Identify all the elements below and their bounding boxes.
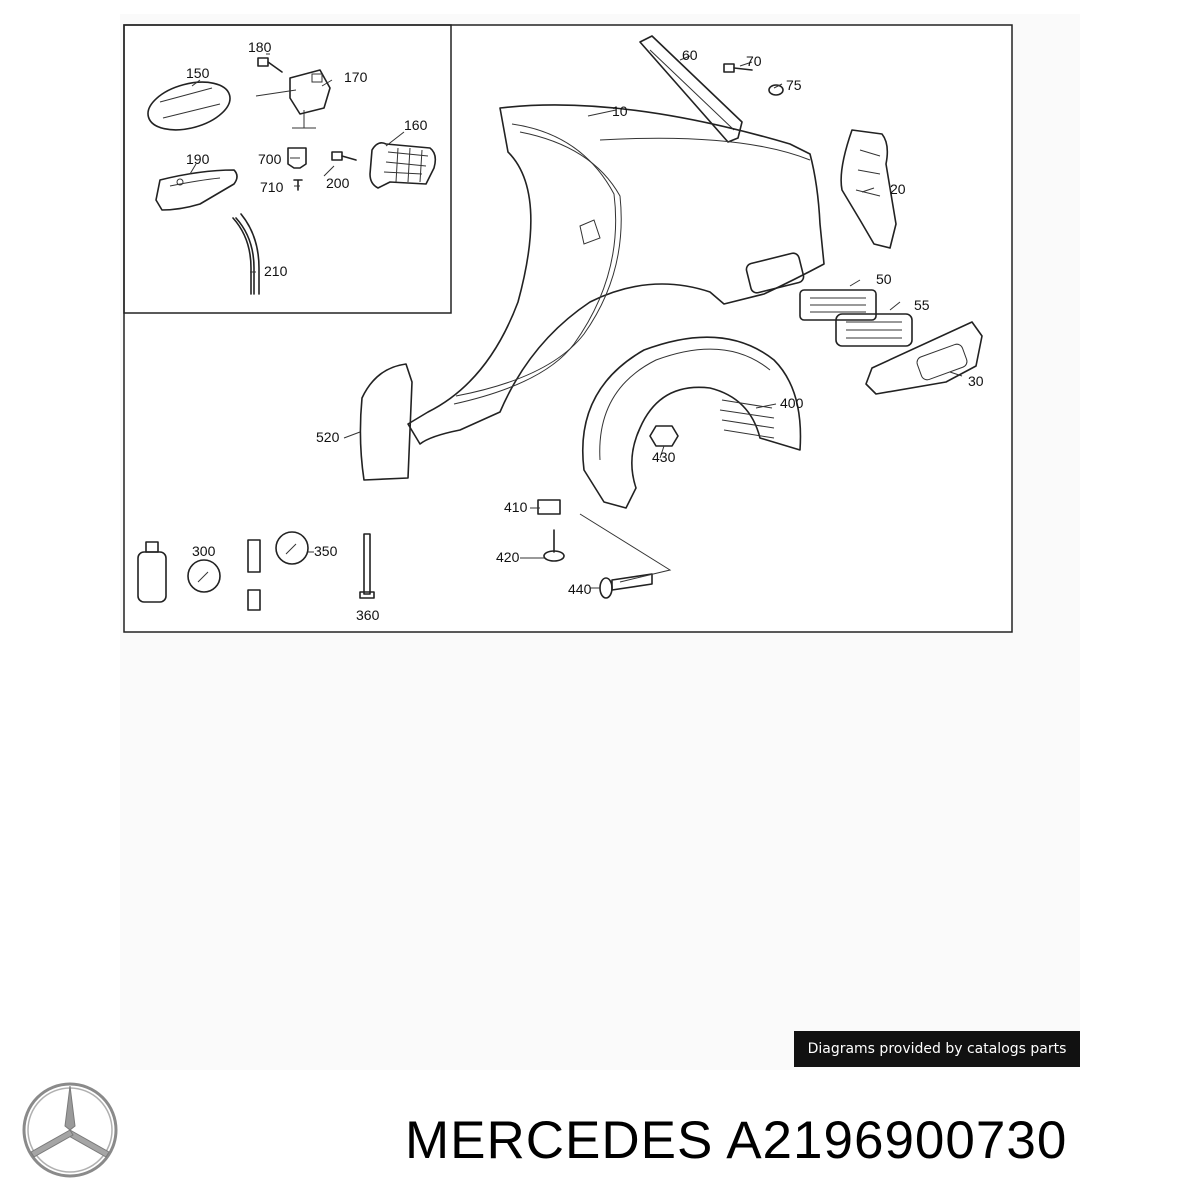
part-350-fastener <box>247 531 309 611</box>
label-160: 160 <box>404 117 428 133</box>
label-360: 360 <box>356 607 380 623</box>
label-350: 350 <box>314 543 338 559</box>
label-180: 180 <box>248 39 272 55</box>
part-400-wheel-liner <box>582 336 802 509</box>
footer-title: MERCEDES A2196900730 <box>405 1110 1067 1171</box>
part-200-screw <box>331 151 357 161</box>
part-190-housing <box>155 169 238 211</box>
mercedes-star-icon <box>22 1082 118 1178</box>
diagram-frame <box>123 24 1013 633</box>
credit-banner: Diagrams provided by catalogs parts <box>794 1031 1080 1067</box>
label-30: 30 <box>968 373 984 389</box>
label-170: 170 <box>344 69 368 85</box>
label-420: 420 <box>496 549 520 565</box>
label-75: 75 <box>786 77 802 93</box>
part-160-fuel-door-housing <box>369 142 437 189</box>
label-410: 410 <box>504 499 528 515</box>
label-520: 520 <box>316 429 340 445</box>
label-20: 20 <box>890 181 906 197</box>
part-150-fuel-flap <box>147 81 231 131</box>
label-710: 710 <box>260 179 284 195</box>
fuel-door-inset-box <box>123 24 452 314</box>
label-700: 700 <box>258 151 282 167</box>
label-300: 300 <box>192 543 216 559</box>
part-70-bolt <box>723 63 753 73</box>
label-190: 190 <box>186 151 210 167</box>
label-150: 150 <box>186 65 210 81</box>
part-300-sealant-tube <box>137 541 221 603</box>
part-55-vent-grille <box>835 313 913 347</box>
label-200: 200 <box>326 175 350 191</box>
label-210: 210 <box>264 263 288 279</box>
label-70: 70 <box>746 53 762 69</box>
part-410-clip <box>537 499 561 515</box>
part-number: A2196900730 <box>726 1111 1068 1170</box>
label-440: 440 <box>568 581 592 597</box>
part-520-pad <box>359 363 413 481</box>
label-430: 430 <box>652 449 676 465</box>
part-50-vent <box>799 289 877 321</box>
part-420-screw <box>543 529 565 562</box>
part-75-washer <box>768 84 784 96</box>
part-20-bracket <box>840 129 897 249</box>
part-360-bolt <box>359 533 375 599</box>
part-180-screw <box>257 57 283 73</box>
label-55: 55 <box>914 297 930 313</box>
part-10-side-panel <box>407 104 825 445</box>
part-710-pin <box>293 179 303 191</box>
part-170-actuator <box>255 69 331 129</box>
label-60: 60 <box>682 47 698 63</box>
label-10: 10 <box>612 103 628 119</box>
brand-name: MERCEDES <box>405 1111 714 1170</box>
part-700-cap <box>287 147 307 169</box>
label-400: 400 <box>780 395 804 411</box>
part-430-nut <box>649 425 679 447</box>
label-50: 50 <box>876 271 892 287</box>
part-30-panel <box>865 321 983 395</box>
part-210-drain-hose <box>232 213 260 295</box>
